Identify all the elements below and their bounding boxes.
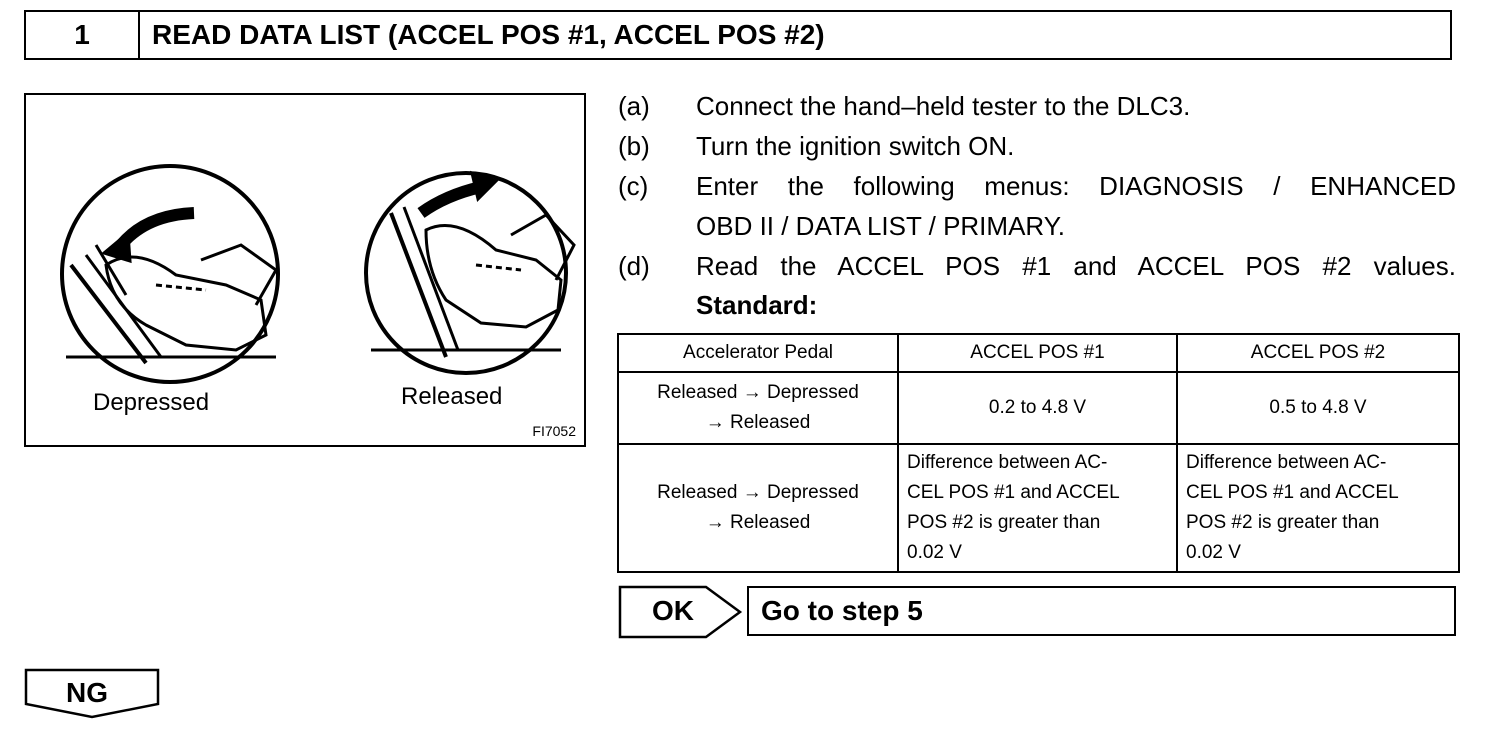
step-letter-a: (a) [618, 91, 650, 121]
step-letter-c: (c) [618, 171, 649, 201]
step-letter-d: (d) [618, 251, 650, 281]
header-accelerator-pedal: Accelerator Pedal [617, 333, 899, 373]
ok-arrow-icon [618, 585, 743, 639]
goto-step-link[interactable]: Go to step 5 [747, 586, 1456, 636]
step-number: 1 [26, 12, 140, 58]
pedal-illustration: Depressed Released FI7052 [24, 93, 586, 447]
step-letter-b: (b) [618, 131, 650, 161]
step-text-c-line1: Enter the following menus: DIAGNOSIS / E… [696, 171, 1456, 201]
table-row: Released → Depressed → Released Differen… [617, 443, 1460, 573]
figure-code: FI7052 [532, 423, 576, 439]
table-cell-pos1: Difference between AC- CEL POS #1 and AC… [897, 443, 1178, 573]
table-cell-pedal: Released → Depressed → Released [617, 443, 899, 573]
step-text-b: Turn the ignition switch ON. [696, 131, 1015, 161]
table-row: Released → Depressed → Released 0.2 to 4… [617, 371, 1460, 445]
ng-label: NG [66, 677, 108, 708]
step-header: 1 READ DATA LIST (ACCEL POS #1, ACCEL PO… [24, 10, 1452, 60]
header-accel-pos-1: ACCEL POS #1 [897, 333, 1178, 373]
ng-arrow-icon [24, 668, 160, 719]
pedal-drawing [60, 164, 576, 384]
standard-label: Standard: [696, 290, 818, 320]
table-header-row: Accelerator Pedal ACCEL POS #1 ACCEL POS… [617, 333, 1460, 373]
step-text-a: Connect the hand–held tester to the DLC3… [696, 91, 1191, 121]
pedal-released-icon [364, 170, 576, 375]
ok-label: OK [652, 595, 694, 626]
header-accel-pos-2: ACCEL POS #2 [1176, 333, 1460, 373]
step-title: READ DATA LIST (ACCEL POS #1, ACCEL POS … [152, 19, 825, 50]
caption-released: Released [401, 383, 503, 410]
pedal-depressed-icon [60, 164, 280, 384]
table-cell-pos2: Difference between AC- CEL POS #1 and AC… [1176, 443, 1460, 573]
step-text-c-line2: OBD II / DATA LIST / PRIMARY. [696, 211, 1065, 241]
table-cell-pedal: Released → Depressed → Released [617, 371, 899, 445]
table-cell-pos1: 0.2 to 4.8 V [897, 371, 1178, 445]
caption-depressed: Depressed [93, 389, 210, 416]
table-cell-pos2: 0.5 to 4.8 V [1176, 371, 1460, 445]
standard-table: Accelerator Pedal ACCEL POS #1 ACCEL POS… [617, 333, 1460, 573]
step-text-d: Read the ACCEL POS #1 and ACCEL POS #2 v… [696, 251, 1456, 281]
